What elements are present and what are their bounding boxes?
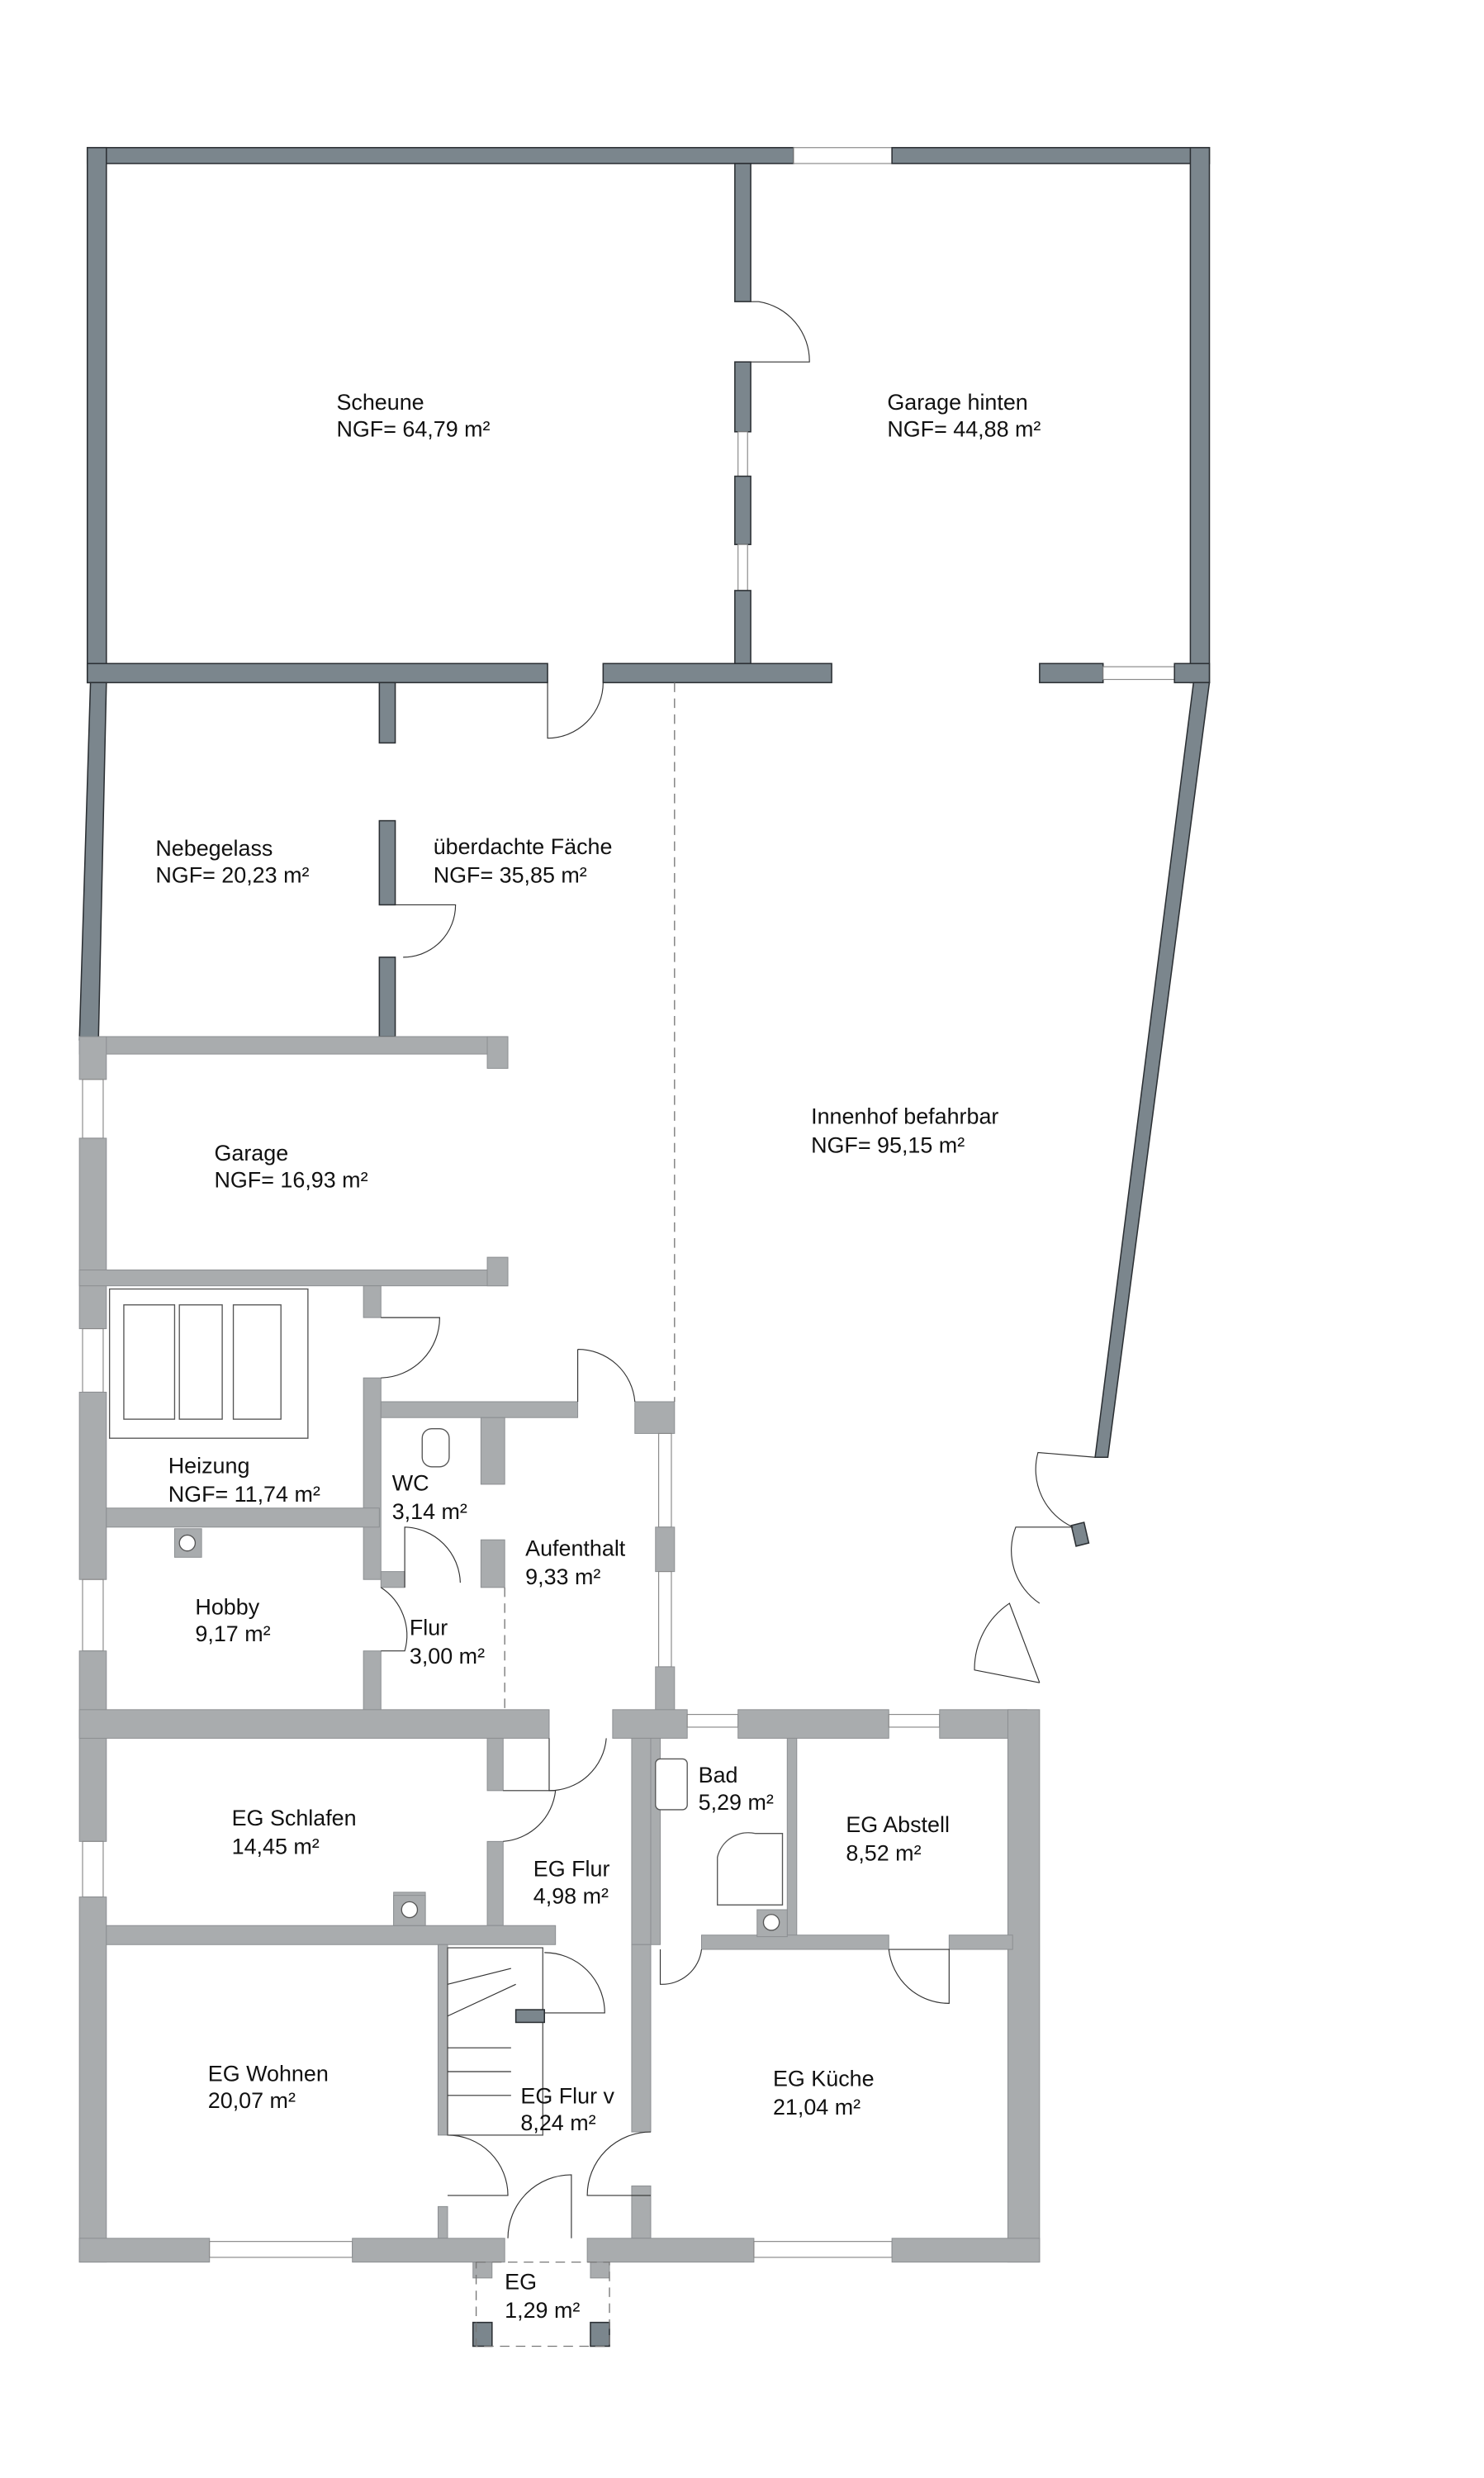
room-area-eg-wohnen: 20,07 m² [208, 2088, 296, 2113]
room-name-aufenthalt: Aufenthalt [525, 1536, 626, 1560]
room-area-eg-kueche: 21,04 m² [773, 2095, 861, 2120]
room-area-eg-flur: 4,98 m² [533, 1883, 609, 1908]
fixtures [108, 1288, 788, 2136]
toilet-icon [421, 1427, 450, 1468]
room-name-garage-hinten: Garage hinten [887, 390, 1027, 415]
room-name-eg-wohnen: EG Wohnen [208, 2062, 329, 2086]
door-swings [380, 301, 1096, 2238]
room-area-garage-hinten: NGF= 44,88 m² [887, 417, 1041, 442]
room-name-garage: Garage [214, 1141, 288, 1165]
room-name-wc: WC [392, 1471, 429, 1496]
room-area-eg-flur-v: 8,24 m² [520, 2110, 595, 2135]
staircase-icon [447, 1947, 545, 2136]
room-area-hobby: 9,17 m² [195, 1621, 270, 1646]
room-area-garage: NGF= 16,93 m² [214, 1168, 367, 1193]
room-name-nebegelass: Nebegelass [155, 836, 273, 861]
room-name-flur: Flur [410, 1616, 448, 1640]
room-area-scheune: NGF= 64,79 m² [336, 417, 490, 442]
room-area-flur: 3,00 m² [410, 1644, 485, 1669]
walls-upper [78, 146, 1211, 1547]
room-area-nebegelass: NGF= 20,23 m² [155, 863, 309, 888]
room-area-innenhof: NGF= 95,15 m² [811, 1132, 965, 1157]
room-area-bad: 5,29 m² [699, 1790, 774, 1815]
room-name-scheune: Scheune [336, 390, 424, 415]
room-area-aufenthalt: 9,33 m² [525, 1564, 600, 1589]
dashed-boundary [504, 682, 676, 1710]
shower-icon [717, 1832, 784, 1906]
room-area-eg-abstell: 8,52 m² [846, 1840, 921, 1865]
walls-lower [78, 1036, 1041, 2347]
room-area-ueberdachte: NGF= 35,85 m² [434, 863, 587, 888]
room-name-eg-flur-v: EG Flur v [520, 2083, 614, 2108]
room-name-eg: EG [505, 2269, 537, 2294]
room-area-heizung: NGF= 11,74 m² [168, 1482, 320, 1507]
room-name-eg-schlafen: EG Schlafen [232, 1806, 357, 1830]
room-name-ueberdachte: überdachte Fäche [434, 834, 613, 859]
room-name-eg-flur: EG Flur [533, 1857, 610, 1882]
room-name-eg-kueche: EG Küche [773, 2066, 875, 2091]
room-name-hobby: Hobby [195, 1595, 259, 1620]
room-name-heizung: Heizung [168, 1453, 250, 1478]
room-name-innenhof: Innenhof befahrbar [811, 1104, 998, 1129]
bathtub-icon [655, 1758, 688, 1811]
room-area-eg-schlafen: 14,45 m² [232, 1835, 320, 1859]
room-labels: Scheune NGF= 64,79 m² Garage hinten NGF=… [155, 390, 1041, 2323]
room-area-wc: 3,14 m² [392, 1499, 467, 1524]
room-name-eg-abstell: EG Abstell [846, 1812, 950, 1837]
room-name-bad: Bad [699, 1763, 738, 1787]
room-area-eg: 1,29 m² [505, 2298, 580, 2323]
